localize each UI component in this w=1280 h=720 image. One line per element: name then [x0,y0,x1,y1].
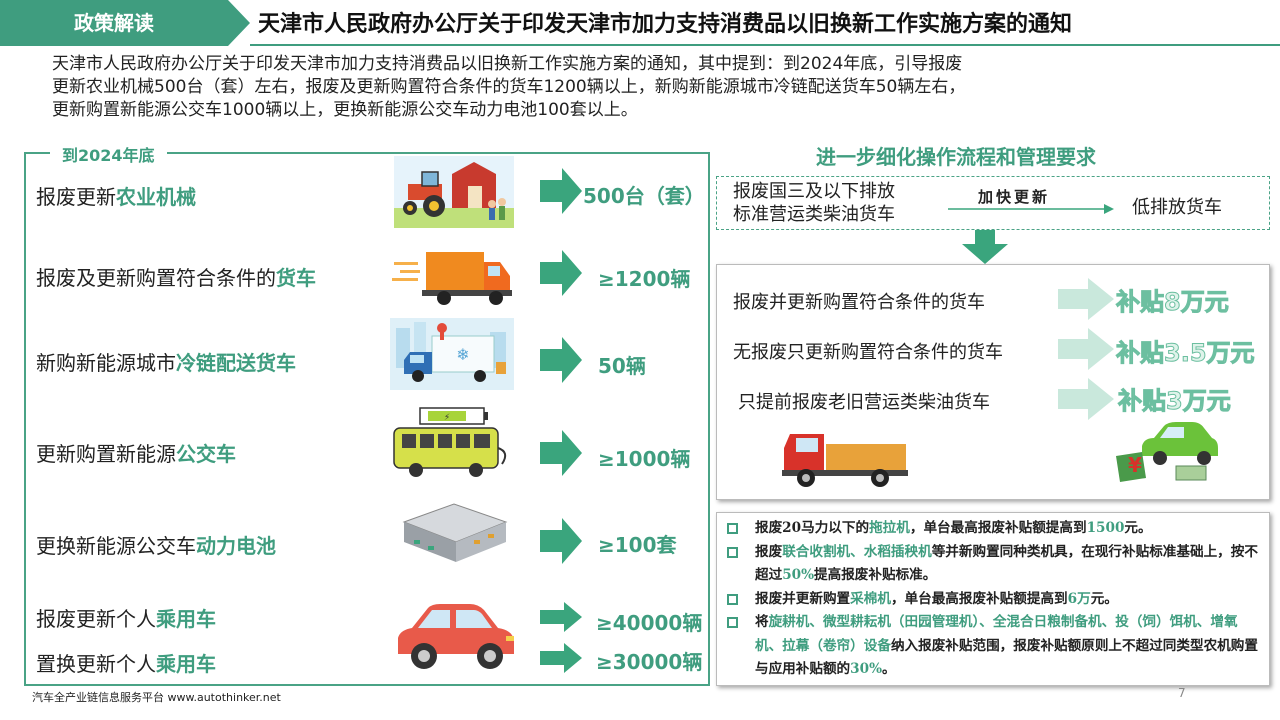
intro-line: 更新农业机械500台（套）左右，报废及更新购置符合条件的货车1200辆以上，新购… [52,77,966,97]
svg-text:¥: ¥ [1128,453,1142,477]
target-value: ≥1200辆 [598,267,691,291]
note-item: 报废联合收割机、水稻插秧机等并新购置同种类机具，在现行补贴标准基础上，按不超过5… [727,541,1259,588]
section-title: 进一步细化操作流程和管理要求 [816,145,1096,169]
svg-text:⚡: ⚡ [444,413,450,423]
flow-box [716,176,1270,230]
note-item: 报废并更新购置采棉机，单台最高报废补贴额提高到6万元。 [727,588,1259,612]
target-label: 置换更新个人乘用车 [36,652,216,676]
target-label: 报废更新农业机械 [36,185,196,209]
flow-target: 低排放货车 [1132,197,1222,218]
flow-arrow-icon [948,204,1114,214]
target-value: ≥1000辆 [598,447,691,471]
tractor-illustration [394,156,514,228]
intro-line: 更新购置新能源公交车1000辆以上，更换新能源公交车动力电池100套以上。 [52,100,638,120]
target-label: 更换新能源公交车动力电池 [36,534,276,558]
subsidy-arrow-icon [1058,328,1114,370]
target-label: 报废更新个人乘用车 [36,607,216,631]
old-truck-illustration [782,434,908,487]
truck-illustration [392,252,512,305]
arrow-icon [540,250,582,296]
target-value: ≥40000辆 [596,611,703,635]
subsidy-value: 补贴3.5万元 [1116,339,1256,368]
arrow-icon [540,168,582,214]
arrow-icon [540,602,582,632]
target-label: 报废及更新购置符合条件的货车 [36,266,316,290]
note-item: 将旋耕机、微型耕耘机（田园管理机）、全混合日粮制备机、投（饲）饵机、增氧机、拉幕… [727,611,1259,682]
arrow-icon [540,518,582,564]
target-value: ≥30000辆 [596,650,703,674]
footer-source: 汽车全产业链信息服务平台 www.autothinker.net [32,691,281,704]
flow-action: 加快更新 [978,188,1051,206]
flow-source: 报废国三及以下排放 标准营运类柴油货车 [733,181,895,225]
cold-chain-truck-illustration: ❄ [390,318,514,390]
notes-box: 报废20马力以下的拖拉机，单台最高报废补贴额提高到1500元。 报废联合收割机、… [716,512,1270,686]
checkbox-icon [727,523,738,534]
header-rule [250,44,1280,46]
intro-paragraph: 天津市人民政府办公厅关于印发天津市加力支持消费品以旧换新工作实施方案的通知，其中… [52,53,1232,122]
subsidy-value: 补贴8万元 [1116,288,1230,317]
arrow-icon [540,643,582,673]
target-value: 500台（套） [583,184,705,208]
subsidy-car-illustration: ¥ [1116,422,1218,482]
page-number: 7 [1178,686,1186,700]
svg-text:❄: ❄ [456,345,469,364]
arrow-icon [540,430,582,476]
checkbox-icon [727,617,738,628]
intro-line: 天津市人民政府办公厅关于印发天津市加力支持消费品以旧换新工作实施方案的通知，其中… [52,54,963,74]
targets-legend: 到2024年底 [50,142,167,166]
header-tag: 政策解读 [0,0,250,46]
subsidy-arrow-icon [1058,278,1114,320]
note-item: 报废20马力以下的拖拉机，单台最高报废补贴额提高到1500元。 [727,517,1259,541]
target-label: 更新购置新能源公交车 [36,442,236,466]
targets-panel [24,152,710,686]
subsidy-label: 报废并更新购置符合条件的货车 [733,292,985,313]
passenger-car-illustration [398,604,514,669]
checkbox-icon [727,546,738,558]
target-label: 新购新能源城市冷链配送货车 [36,351,296,375]
power-battery-illustration [402,503,508,562]
target-value: ≥100套 [598,533,677,557]
subsidy-label: 无报废只更新购置符合条件的货车 [733,342,1003,363]
target-value: 50辆 [598,354,646,378]
electric-bus-illustration: ⚡ [393,407,507,477]
checkbox-icon [727,593,738,605]
page-title: 天津市人民政府办公厅关于印发天津市加力支持消费品以旧换新工作实施方案的通知 [258,12,1073,37]
subsidy-arrow-icon [1058,378,1114,420]
subsidy-value: 补贴3万元 [1118,387,1232,416]
subsidy-label: 只提前报废老旧营运类柴油货车 [738,392,990,413]
arrow-icon [540,337,582,383]
down-arrow-icon [962,230,1008,264]
